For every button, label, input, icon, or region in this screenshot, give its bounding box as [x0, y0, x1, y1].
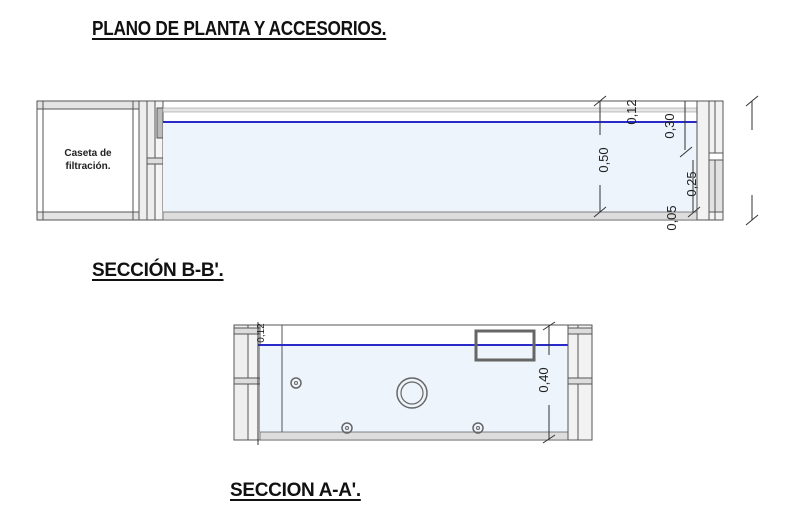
dim-freeboard: 0,12 [624, 99, 639, 124]
dim-base: 0,05 [664, 205, 679, 230]
room-label-2: filtración. [65, 161, 110, 172]
pool-right-wall [696, 100, 724, 221]
section-aa-drawing: 0,40 0,12 [233, 321, 593, 445]
aa-right-wall [567, 324, 593, 441]
aa-dim-freeboard: 0,12 [256, 323, 267, 343]
filtration-room [36, 100, 140, 221]
dimension-lines-bb [593, 95, 759, 226]
skimmer [474, 329, 536, 362]
section-bb-title: SECCIÓN B-B'. [92, 260, 224, 281]
aa-water-fill [260, 345, 570, 432]
aa-dim-depth: 0,40 [536, 367, 551, 392]
accessories [290, 377, 484, 434]
pool-left-wall [138, 100, 164, 221]
main-title: PLANO DE PLANTA Y ACCESORIOS. [92, 18, 387, 40]
dim-upper-wall: 0,30 [662, 113, 677, 138]
section-aa-title: SECCION A-A'. [230, 480, 361, 501]
room-label-1: Caseta de [64, 148, 112, 159]
dim-total-depth: 0,50 [596, 147, 611, 172]
section-bb-drawing: Caseta de filtración. [36, 95, 759, 231]
water-fill [163, 123, 709, 212]
dim-lower-wall: 0,25 [684, 171, 699, 196]
dimension-lines-aa [257, 321, 556, 445]
